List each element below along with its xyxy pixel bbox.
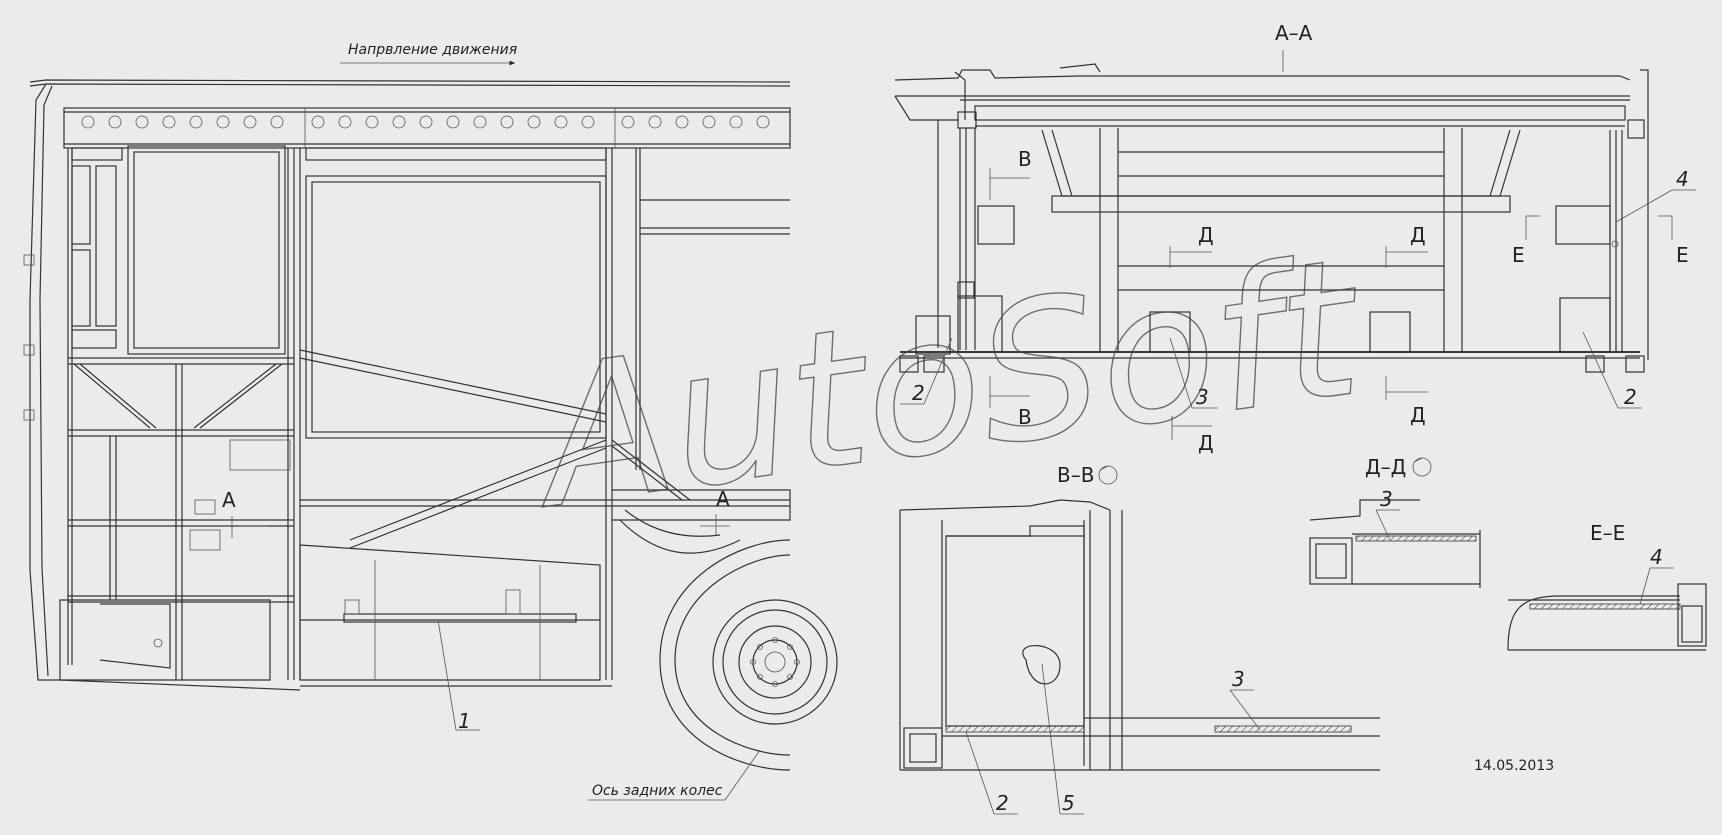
part-2-label-bb: 2 [996,791,1009,815]
cut-mark-a-right: А [716,487,730,511]
part-4-label-aa: 4 [1676,167,1689,191]
cut-mark-b-bottom: В [1018,405,1032,429]
section-e-e-view: Е–Е 4 [1507,521,1707,651]
rear-wheel [659,539,838,771]
top-holes [81,115,770,129]
direction-label: Напрвление движения [348,42,517,58]
section-a-a-title: А–А [1275,21,1313,45]
cut-mark-e-left: Е [1512,243,1525,267]
cut-mark-d-2: Д [1410,223,1426,247]
section-d-d-view: Д–Д 3 [1309,455,1481,588]
part-3-label-aa: 3 [1196,385,1209,409]
cut-mark-d-3: Д [1410,403,1426,427]
drawing-date: 14.05.2013 [1474,758,1554,774]
part-4-label-ee: 4 [1650,545,1663,569]
section-b-b-view: В–В 2 5 3 [899,463,1380,815]
section-e-e-title: Е–Е [1590,521,1625,545]
part-3-label-dd: 3 [1380,487,1393,511]
part-1-label: 1 [458,709,471,733]
section-b-b-title: В–В [1057,463,1094,487]
side-view-frame: Напрвление движения [23,42,838,801]
cut-mark-a-left: А [222,488,236,512]
section-a-a-view: А–А [894,21,1696,455]
watermark: AutoSoft [517,216,1376,551]
cut-mark-d-1: Д [1198,223,1214,247]
cut-mark-e-right: Е [1676,243,1689,267]
part-2-label-aa-left: 2 [912,381,925,405]
section-d-d-title: Д–Д [1365,455,1406,479]
part-2-label-aa-right: 2 [1624,385,1637,409]
cut-mark-b-top: В [1018,147,1032,171]
cut-mark-d-4: Д [1198,431,1214,455]
rear-axle-label: Ось задних колес [592,783,723,799]
part-5-label-bb: 5 [1062,791,1075,815]
part-3-label-bb: 3 [1232,667,1245,691]
